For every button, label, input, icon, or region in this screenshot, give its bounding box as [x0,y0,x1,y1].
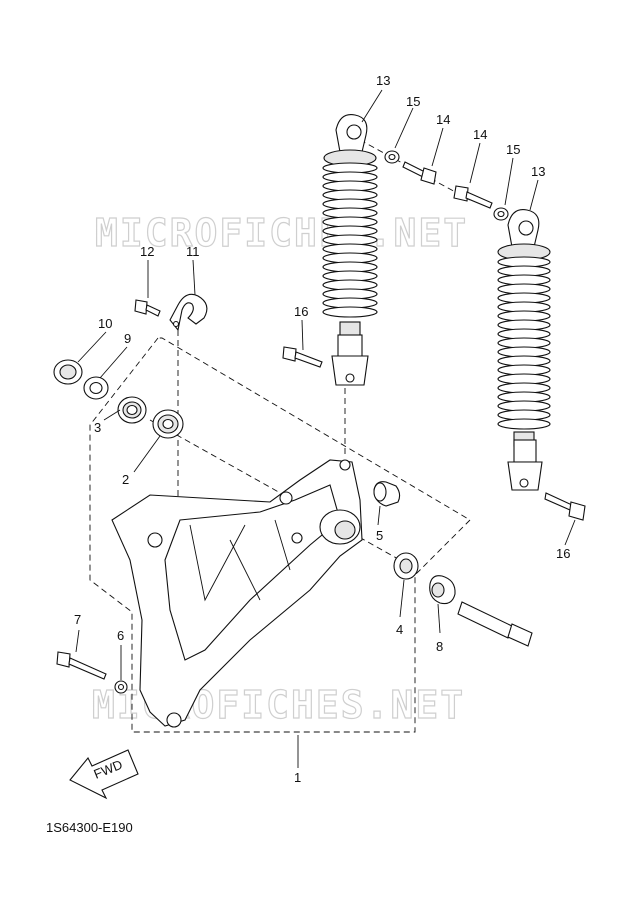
rear-shock-absorber-right [497,209,551,491]
bolt-7 [56,651,107,680]
assembly-outline [89,337,471,733]
hose-clamp-11 [169,293,208,332]
diagram-code: 1S64300-E190 [46,820,133,835]
callout-13-left: 13 [376,73,390,88]
collar-8 [429,575,456,605]
callout-13-right: 13 [531,164,545,179]
callout-16-left: 16 [294,304,308,319]
collar-10 [53,359,83,385]
bolt-16-right [544,492,586,521]
bolt-16-left [282,346,323,368]
bushing-9 [83,376,109,400]
callout-2: 2 [122,472,129,487]
callout-6: 6 [117,628,124,643]
bearing-3 [117,396,147,424]
pivot-shaft [457,601,533,647]
callout-3: 3 [94,420,101,435]
callout-1: 1 [294,770,301,785]
rear-arm-1 [111,459,363,728]
damper-body [339,321,361,337]
callout-8: 8 [436,639,443,654]
callout-10: 10 [98,316,112,331]
rear-shock-absorber-left [322,114,378,386]
callout-12: 12 [140,244,154,259]
callout-labels: 13 15 14 14 15 13 12 11 16 10 9 3 2 5 16… [74,73,570,785]
callout-15-left: 15 [406,94,420,109]
forward-direction-arrow: FWD [69,749,139,800]
collar-5 [373,481,401,507]
washer-6 [114,680,128,694]
leader-lines [75,89,576,768]
watermark-top: MICROFICHES.NET [95,211,468,255]
bolt-14-right [453,185,493,209]
callout-9: 9 [124,331,131,346]
callout-15-right: 15 [506,142,520,157]
callout-14-left: 14 [436,112,450,127]
bearing-2 [152,409,184,439]
spring-coil [322,306,378,318]
spring-coil [497,418,551,430]
callout-5: 5 [376,528,383,543]
bushing-4 [393,552,419,580]
bolt-14-left [402,161,437,185]
bolt-12 [134,299,161,317]
callout-7: 7 [74,612,81,627]
pivot-axis-line [149,419,401,561]
callout-14-right: 14 [473,127,487,142]
callout-4: 4 [396,622,403,637]
callout-11: 11 [186,244,200,259]
callout-16-right: 16 [556,546,570,561]
